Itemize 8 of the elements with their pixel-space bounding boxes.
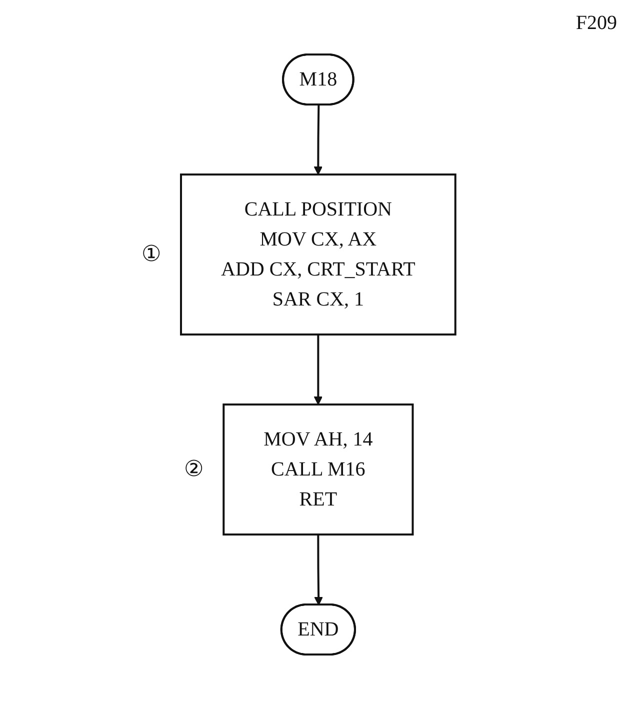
arrow — [314, 534, 324, 606]
figure-number: F209 — [576, 12, 617, 35]
step-number: ② — [184, 456, 204, 482]
arrow — [314, 104, 323, 175]
node-box: CALL POSITION MOV CX, AX ADD CX, CRT_START SAR CX, 1 — [180, 174, 457, 336]
node-box: MOV AH, 14 CALL M16 RET — [222, 404, 414, 536]
step-number: ① — [141, 240, 162, 266]
arrow — [314, 334, 323, 405]
